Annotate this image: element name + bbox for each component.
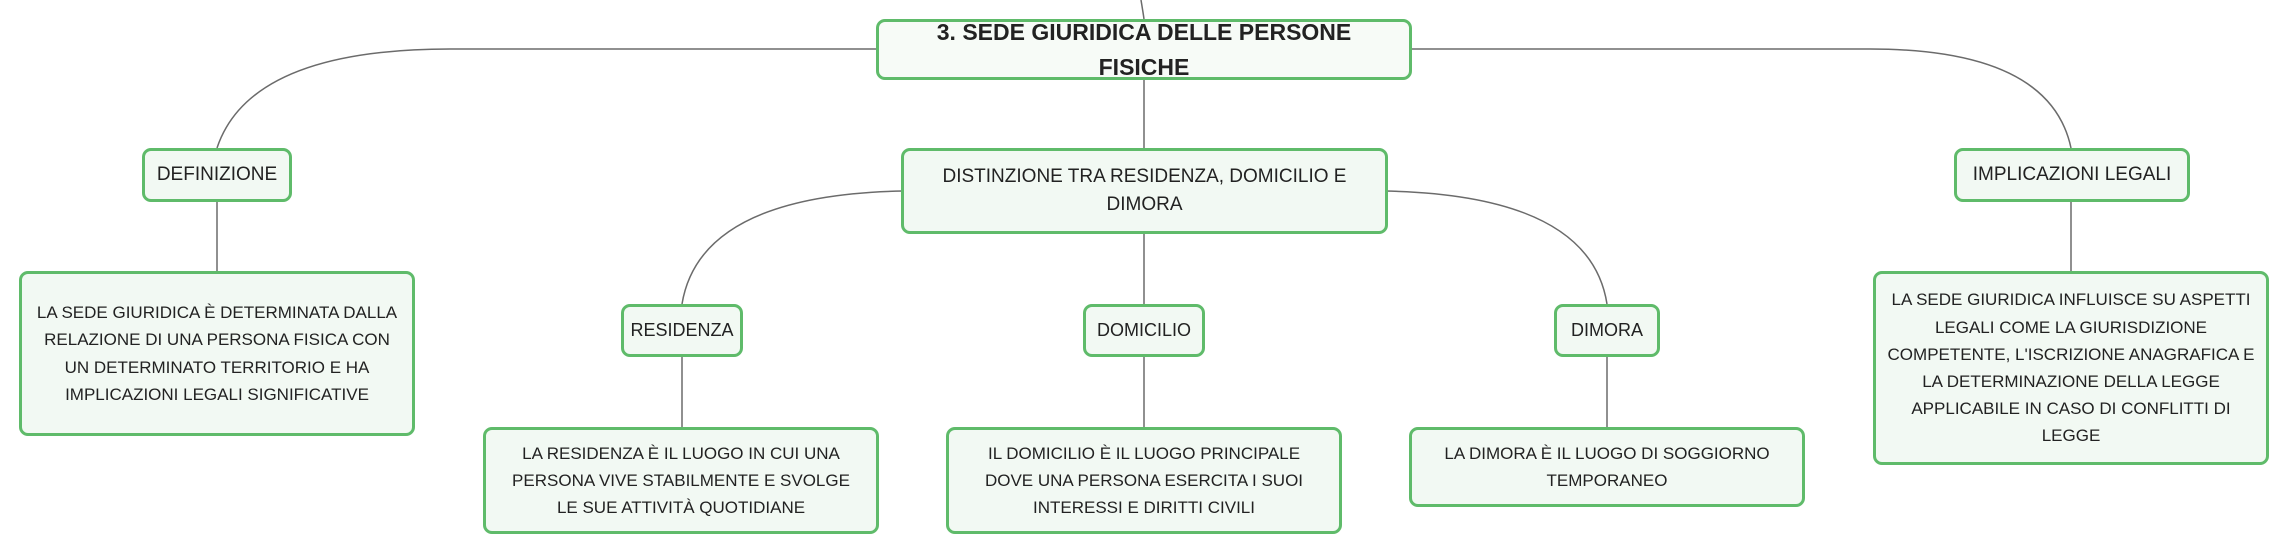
leaf-dimora-content: LA DIMORA È IL LUOGO DI SOGGIORNO TEMPOR… xyxy=(1444,443,1770,490)
connector-root-implicazioni xyxy=(1411,48,2072,149)
topic-distinzione-label: DISTINZIONE TRA RESIDENZA, DOMICILIO E D… xyxy=(942,165,1347,216)
subtopic-residenza[interactable]: RESIDENZA xyxy=(621,304,743,357)
leaf-definizione-text[interactable]: LA SEDE GIURIDICA È DETERMINATA DALLA RE… xyxy=(19,271,415,436)
subtopic-residenza-label: RESIDENZA xyxy=(630,320,734,340)
connector-root-parent xyxy=(1140,0,1145,20)
root-label: 3. SEDE GIURIDICA DELLE PERSONE FISICHE xyxy=(936,19,1352,80)
subtopic-domicilio-label: DOMICILIO xyxy=(1096,320,1191,340)
subtopic-dimora[interactable]: DIMORA xyxy=(1554,304,1660,357)
topic-definizione-label: DEFINIZIONE xyxy=(156,163,278,185)
connector-distinzione-dimora xyxy=(1384,190,1608,305)
topic-definizione[interactable]: DEFINIZIONE xyxy=(142,148,292,202)
leaf-dimora-text[interactable]: LA DIMORA È IL LUOGO DI SOGGIORNO TEMPOR… xyxy=(1409,427,1805,507)
subtopic-domicilio[interactable]: DOMICILIO xyxy=(1083,304,1205,357)
leaf-domicilio-content: IL DOMICILIO È IL LUOGO PRINCIPALE DOVE … xyxy=(984,443,1304,518)
connector-root-definizione xyxy=(216,48,876,149)
root-node[interactable]: 3. SEDE GIURIDICA DELLE PERSONE FISICHE xyxy=(876,19,1412,80)
topic-distinzione[interactable]: DISTINZIONE TRA RESIDENZA, DOMICILIO E D… xyxy=(901,148,1388,234)
subtopic-dimora-label: DIMORA xyxy=(1571,320,1643,340)
leaf-definizione-content: LA SEDE GIURIDICA È DETERMINATA DALLA RE… xyxy=(36,303,398,404)
connector-distinzione-residenza xyxy=(681,190,904,305)
leaf-residenza-text[interactable]: LA RESIDENZA È IL LUOGO IN CUI UNA PERSO… xyxy=(483,427,879,534)
topic-implicazioni[interactable]: IMPLICAZIONI LEGALI xyxy=(1954,148,2190,202)
topic-implicazioni-label: IMPLICAZIONI LEGALI xyxy=(1972,163,2172,185)
leaf-implicazioni-text[interactable]: LA SEDE GIURIDICA INFLUISCE SU ASPETTI L… xyxy=(1873,271,2269,465)
leaf-implicazioni-content: LA SEDE GIURIDICA INFLUISCE SU ASPETTI L… xyxy=(1887,290,2255,446)
leaf-residenza-content: LA RESIDENZA È IL LUOGO IN CUI UNA PERSO… xyxy=(512,443,850,518)
leaf-domicilio-text[interactable]: IL DOMICILIO È IL LUOGO PRINCIPALE DOVE … xyxy=(946,427,1342,534)
